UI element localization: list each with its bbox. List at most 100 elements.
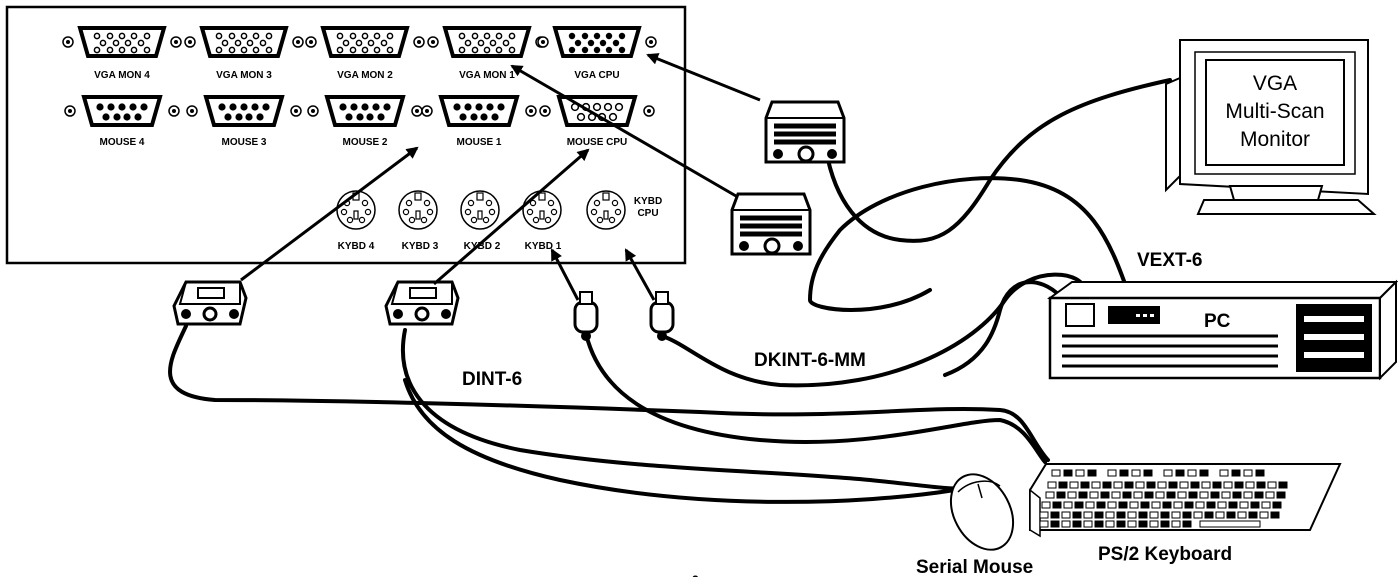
keyboard-key (1166, 491, 1176, 499)
mouse-1-label: MOUSE 1 (456, 137, 501, 148)
keyboard-key (1199, 469, 1209, 477)
kybd-2-port[interactable] (460, 190, 500, 230)
keyboard-key (1105, 511, 1115, 519)
keyboard-key (1171, 511, 1181, 519)
keyboard-key (1127, 520, 1137, 528)
keyboard-key (1047, 481, 1057, 489)
keyboard-key (1226, 511, 1236, 519)
keyboard-key (1219, 469, 1229, 477)
keyboard-key (1144, 491, 1154, 499)
mouse-4-label: MOUSE 4 (99, 137, 144, 148)
keyboard-key (1072, 520, 1082, 528)
arrow-to-kybd-1 (550, 248, 580, 301)
keyboard-key (1187, 469, 1197, 477)
keyboard-key (1094, 520, 1104, 528)
keyboard-key (1085, 501, 1095, 509)
keyboard-key (1221, 491, 1231, 499)
arrow-to-kybd-cpu (624, 248, 656, 301)
arrow-to-mouse-cpu (433, 148, 590, 286)
keyboard-key (1182, 520, 1192, 528)
keyboard-key (1149, 511, 1159, 519)
monitor-text-line3: Monitor (1240, 128, 1310, 151)
pc-tower: PC (1046, 279, 1398, 381)
keyboard-key (1039, 520, 1049, 528)
keyboard-key (1089, 491, 1099, 499)
keyboard-key (1050, 520, 1060, 528)
keyboard-key (1138, 511, 1148, 519)
keyboard-key (1272, 501, 1282, 509)
kybd-cpu-port[interactable] (586, 190, 626, 230)
keyboard-key (1116, 511, 1126, 519)
keyboard-key (1179, 481, 1189, 489)
keyboard-key (1237, 511, 1247, 519)
vga-mon-3-label: VGA MON 3 (216, 70, 272, 81)
keyboard-key (1265, 491, 1275, 499)
keyboard-key (1254, 491, 1264, 499)
kvm-switch-panel: VGA MON 4 VGA MON 3 VGA MON 2 VGA MON 1 … (5, 5, 687, 265)
kybd-3-port[interactable] (398, 190, 438, 230)
keyboard-key (1182, 511, 1192, 519)
kybd-4-port[interactable] (336, 190, 376, 230)
vga-mon-1-label: VGA MON 1 (459, 70, 515, 81)
keyboard-key (1124, 481, 1134, 489)
keyboard-key (1078, 491, 1088, 499)
keyboard-key (1083, 511, 1093, 519)
keyboard-key (1162, 501, 1172, 509)
keyboard-key (1041, 501, 1051, 509)
keyboard-key (1072, 511, 1082, 519)
keyboard-key (1223, 481, 1233, 489)
kybd-1-port[interactable] (522, 190, 562, 230)
keyboard-key (1051, 469, 1061, 477)
keyboard-key (1160, 520, 1170, 528)
keyboard-key (1056, 491, 1066, 499)
keyboard-spacebar (1199, 520, 1261, 528)
keyboard-key (1234, 481, 1244, 489)
keyboard-key (1217, 501, 1227, 509)
serial-mouse-cable (403, 378, 957, 504)
keyboard-key (1087, 469, 1097, 477)
keyboard-key (1261, 501, 1271, 509)
keyboard-key (1270, 511, 1280, 519)
keyboard-key (1255, 469, 1265, 477)
footer-mark: 2 (692, 573, 699, 577)
keyboard-key (1080, 481, 1090, 489)
keyboard-key (1075, 469, 1085, 477)
keyboard-key (1250, 501, 1260, 509)
cables (168, 78, 1172, 504)
dkint-cable-pc (660, 272, 1087, 388)
keyboard-key (1058, 481, 1068, 489)
keyboard-key (1074, 501, 1084, 509)
keyboard-key (1061, 511, 1071, 519)
vga-mon-4-label: VGA MON 4 (94, 70, 150, 81)
keyboard-key (1173, 501, 1183, 509)
mouse-4-plug (172, 280, 248, 326)
keyboard-key (1245, 481, 1255, 489)
kybd-cpu-label-line1: KYBD (634, 196, 662, 207)
vga-cpu-label: VGA CPU (574, 70, 619, 81)
connection-arrows (240, 53, 761, 301)
keyboard-key (1131, 469, 1141, 477)
monitor-text-line2: Multi-Scan (1225, 100, 1324, 123)
keyboard-key (1201, 481, 1211, 489)
keyboard-key (1175, 469, 1185, 477)
kybd-1-label: KYBD 1 (525, 241, 562, 252)
keyboard-key (1239, 501, 1249, 509)
keyboard-key (1163, 469, 1173, 477)
keyboard-key (1140, 501, 1150, 509)
keyboard-key (1157, 481, 1167, 489)
keyboard-key (1122, 491, 1132, 499)
keyboard-key (1138, 520, 1148, 528)
monitor-text-line1: VGA (1253, 72, 1297, 95)
keyboard-key (1231, 469, 1241, 477)
keyboard-key (1210, 491, 1220, 499)
keyboard-key (1102, 481, 1112, 489)
keyboard-key (1199, 491, 1209, 499)
mouse-cpu-plug (384, 280, 460, 326)
keyboard-key (1259, 511, 1269, 519)
serial-mouse-label: Serial Mouse (916, 557, 1033, 577)
keyboard-key (1107, 469, 1117, 477)
dint-6-label: DINT-6 (462, 369, 522, 390)
ps2-keyboard (1029, 463, 1342, 538)
keyboard-key (1195, 501, 1205, 509)
keyboard-key (1050, 511, 1060, 519)
